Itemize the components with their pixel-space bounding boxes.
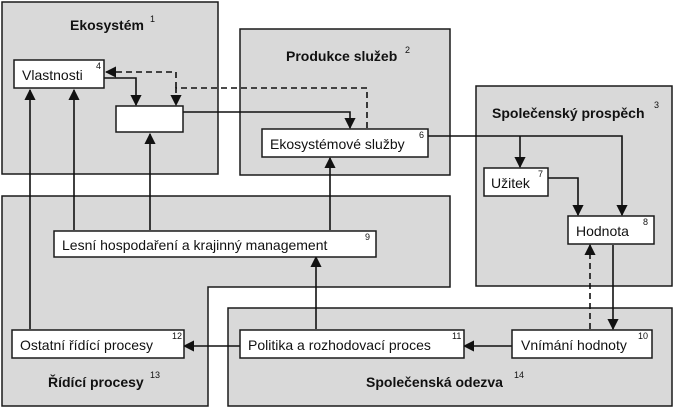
node-value-perception: Vnímání hodnoty 10 [511,329,653,359]
node-other-governance-label: Ostatní řídící procesy [20,337,153,353]
region-social-response-title: Společenská odezva [366,374,503,390]
region-social-benefit-title: Společenský prospěch [492,105,645,121]
edge-function-to-services [183,111,356,130]
node-properties-label: Vlastnosti [22,67,83,83]
region-ecosystem-number: 1 [150,14,155,24]
node-policy: Politika a rozhodovací proces 11 [239,329,465,359]
region-services-production-number: 2 [405,45,410,55]
node-forest-management-number: 9 [365,232,370,242]
edges [24,66,628,352]
node-other-governance: Ostatní řídící procesy 12 [11,329,185,359]
node-forest-management: Lesní hospodaření a krajinný management … [53,230,377,258]
node-utility-label: Užitek [491,175,531,191]
node-value-perception-label: Vnímání hodnoty [521,337,627,353]
region-social-response-number: 14 [514,370,524,380]
node-value: Hodnota 8 [567,215,655,245]
node-other-governance-number: 12 [172,331,182,341]
node-policy-label: Politika a rozhodovací proces [248,337,431,353]
edge-services-to-value [428,135,628,217]
edge-utility-to-value [548,177,584,217]
node-value-number: 8 [643,217,648,227]
node-properties-number: 4 [96,61,101,71]
node-forest-management-label: Lesní hospodaření a krajinný management [62,237,328,253]
region-social-benefit-number: 3 [654,100,659,110]
region-governance-number: 13 [150,370,160,380]
region-ecosystem-title: Ekosystém [70,17,144,33]
node-policy-number: 11 [452,331,461,341]
node-utility-number: 7 [538,169,543,179]
node-ecosystem-services: Ekosystémové služby 6 [261,128,429,158]
node-function [115,105,184,133]
node-value-label: Hodnota [576,223,629,239]
edge-services-feedback-to-function [170,87,368,128]
node-utility: Užitek 7 [483,167,549,197]
region-governance-title: Řídící procesy [48,373,144,390]
node-ecosystem-services-number: 6 [419,130,424,140]
node-properties: Vlastnosti 4 [13,59,105,89]
region-services-production-title: Produkce služeb [286,48,397,64]
node-ecosystem-services-label: Ekosystémové služby [270,136,405,152]
edge-services-feedback-to-properties [104,66,177,88]
edge-properties-to-function [104,77,142,107]
node-value-perception-number: 10 [638,331,648,341]
